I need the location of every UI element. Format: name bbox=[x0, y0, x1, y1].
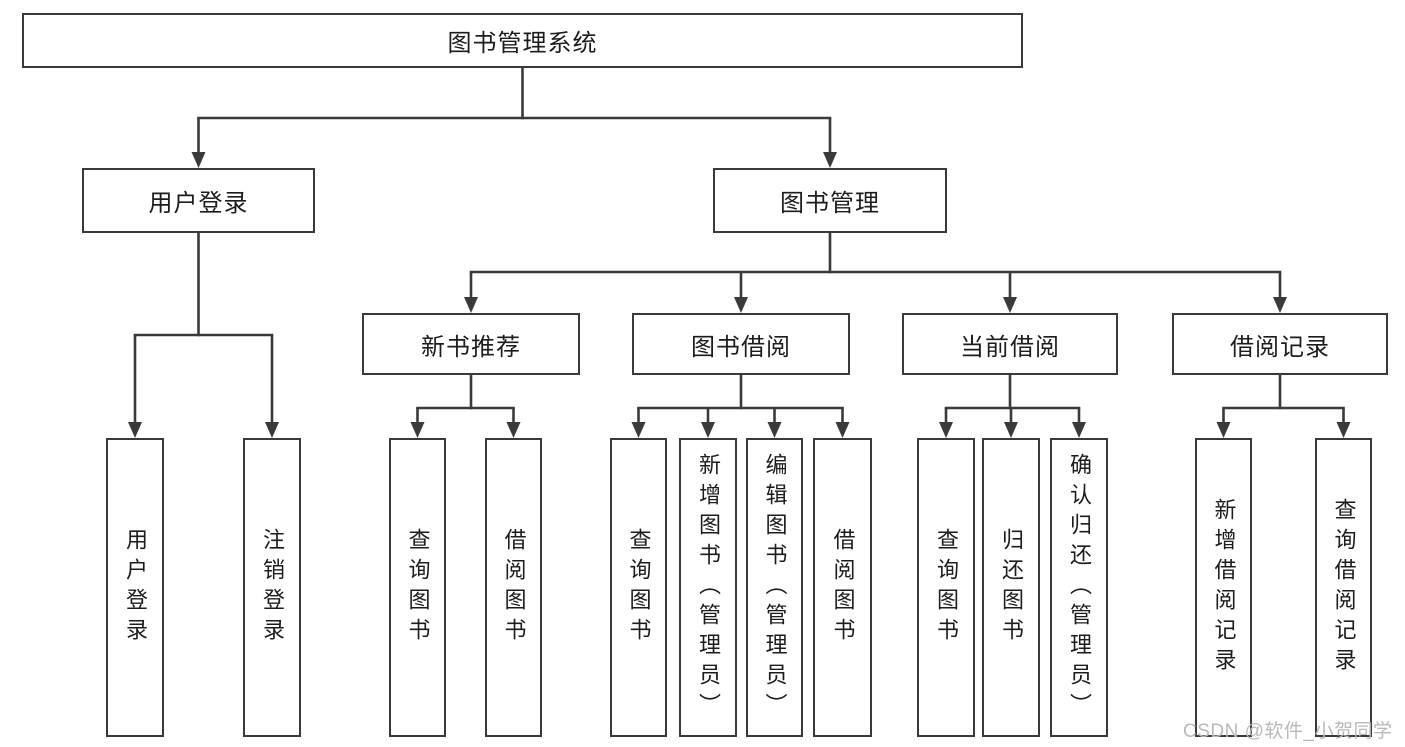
leaf-label: 新增图书（管理员） bbox=[696, 452, 721, 723]
leaf-label: 查询借阅记录 bbox=[1331, 497, 1357, 678]
leaf-label: 查询图书 bbox=[934, 527, 959, 648]
leaf-label: 确认归还（管理员） bbox=[1067, 452, 1092, 723]
node-current-borrow: 当前借阅 bbox=[902, 313, 1118, 375]
csdn-watermark: CSDN @软件_小贺同学 bbox=[1183, 721, 1393, 742]
leaf-logout: 注销登录 bbox=[243, 438, 301, 737]
leaf-label: 借阅图书 bbox=[501, 527, 527, 648]
leaf-label: 新增借阅记录 bbox=[1211, 497, 1237, 678]
leaf-query-books: 查询图书 bbox=[917, 438, 975, 737]
leaf-edit-book-admin: 编辑图书（管理员） bbox=[746, 438, 803, 737]
node-label: 当前借阅 bbox=[960, 333, 1060, 361]
leaf-user-login: 用户登录 bbox=[106, 438, 164, 737]
leaf-confirm-return-admin: 确认归还（管理员） bbox=[1050, 438, 1108, 737]
node-user-login-branch: 用户登录 bbox=[82, 168, 315, 233]
node-book-borrow: 图书借阅 bbox=[632, 313, 850, 375]
node-label: 图书借阅 bbox=[691, 333, 791, 361]
node-label: 图书管理 bbox=[780, 190, 880, 217]
node-book-management: 图书管理 bbox=[713, 168, 947, 233]
node-borrow-records: 借阅记录 bbox=[1172, 313, 1388, 375]
leaf-label: 编辑图书（管理员） bbox=[762, 452, 788, 723]
leaf-return-books: 归还图书 bbox=[982, 438, 1040, 737]
leaf-label: 用户登录 bbox=[123, 527, 148, 648]
node-library-system: 图书管理系统 bbox=[22, 13, 1023, 68]
node-label: 新书推荐 bbox=[421, 333, 521, 361]
node-label: 借阅记录 bbox=[1230, 333, 1330, 361]
node-label: 用户登录 bbox=[148, 190, 249, 217]
leaf-borrow-books: 借阅图书 bbox=[813, 438, 872, 737]
leaf-label: 注销登录 bbox=[260, 527, 285, 648]
leaf-add-borrow-record: 新增借阅记录 bbox=[1195, 438, 1252, 737]
leaf-label: 归还图书 bbox=[999, 527, 1024, 648]
node-new-book-recommend: 新书推荐 bbox=[362, 313, 580, 375]
leaf-label: 借阅图书 bbox=[830, 527, 856, 648]
leaf-borrow-books: 借阅图书 bbox=[485, 438, 542, 737]
leaf-label: 查询图书 bbox=[405, 527, 431, 648]
node-label: 图书管理系统 bbox=[447, 30, 598, 57]
leaf-label: 查询图书 bbox=[626, 527, 652, 648]
leaf-query-borrow-record: 查询借阅记录 bbox=[1315, 438, 1372, 737]
leaf-query-books: 查询图书 bbox=[610, 438, 667, 737]
leaf-add-book-admin: 新增图书（管理员） bbox=[679, 438, 737, 737]
leaf-query-books: 查询图书 bbox=[389, 438, 446, 737]
